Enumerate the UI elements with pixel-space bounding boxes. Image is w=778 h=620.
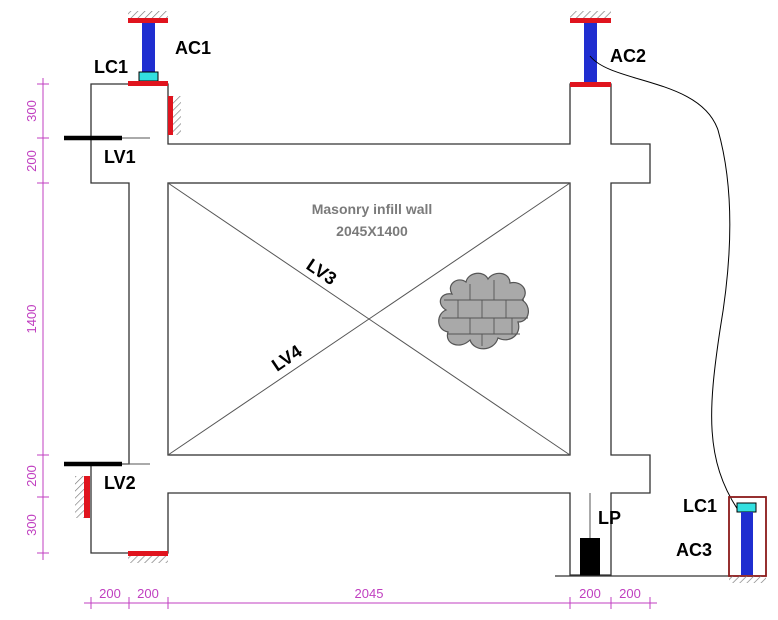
dim-h-200-c: 200 [579,586,601,601]
dim-h-200-a: 200 [99,586,121,601]
lv2-label: LV2 [104,473,136,493]
actuator-ac1 [128,11,168,86]
horizontal-dimension [84,597,657,609]
hatch-support-icon [75,476,84,518]
base-support-left [128,551,168,563]
dim-v-200-bottom: 200 [24,465,39,487]
ac3-label: AC3 [676,540,712,560]
dim-h-200-b: 200 [137,586,159,601]
lateral-support-top [168,96,181,135]
actuator-ac3 [728,496,767,583]
dim-h-2045: 2045 [355,586,384,601]
cable [589,55,739,511]
actuator-ac2 [570,11,611,87]
dim-v-300-bottom: 300 [24,514,39,536]
lv4-label: LV4 [268,341,305,375]
dim-v-300-top: 300 [24,100,39,122]
rc-frame [90,83,651,576]
hatch-support-icon [729,576,766,583]
lc1-top-label: LC1 [94,57,128,77]
lc1-right-label: LC1 [683,496,717,516]
ac2-label: AC2 [610,46,646,66]
wall-title: Masonry infill wall [312,201,433,217]
dim-h-200-d: 200 [619,586,641,601]
dim-v-200-top: 200 [24,150,39,172]
infill-wall: Masonry infill wall 2045X1400 [167,182,571,456]
vertical-dimension [37,78,49,560]
lv3-label: LV3 [303,255,340,289]
ac1-label: AC1 [175,38,211,58]
hatch-support-icon [570,11,611,18]
lvdt-lp [580,493,600,576]
hatch-support-icon [128,11,168,18]
brick-cloud-icon [438,272,529,350]
hatch-support-icon [173,96,181,135]
hatch-support-icon [128,556,168,563]
lp-label: LP [598,508,621,528]
wall-size: 2045X1400 [336,223,408,239]
lv1-label: LV1 [104,147,136,167]
lateral-support-bottom [75,476,90,518]
dim-v-1400: 1400 [24,305,39,334]
